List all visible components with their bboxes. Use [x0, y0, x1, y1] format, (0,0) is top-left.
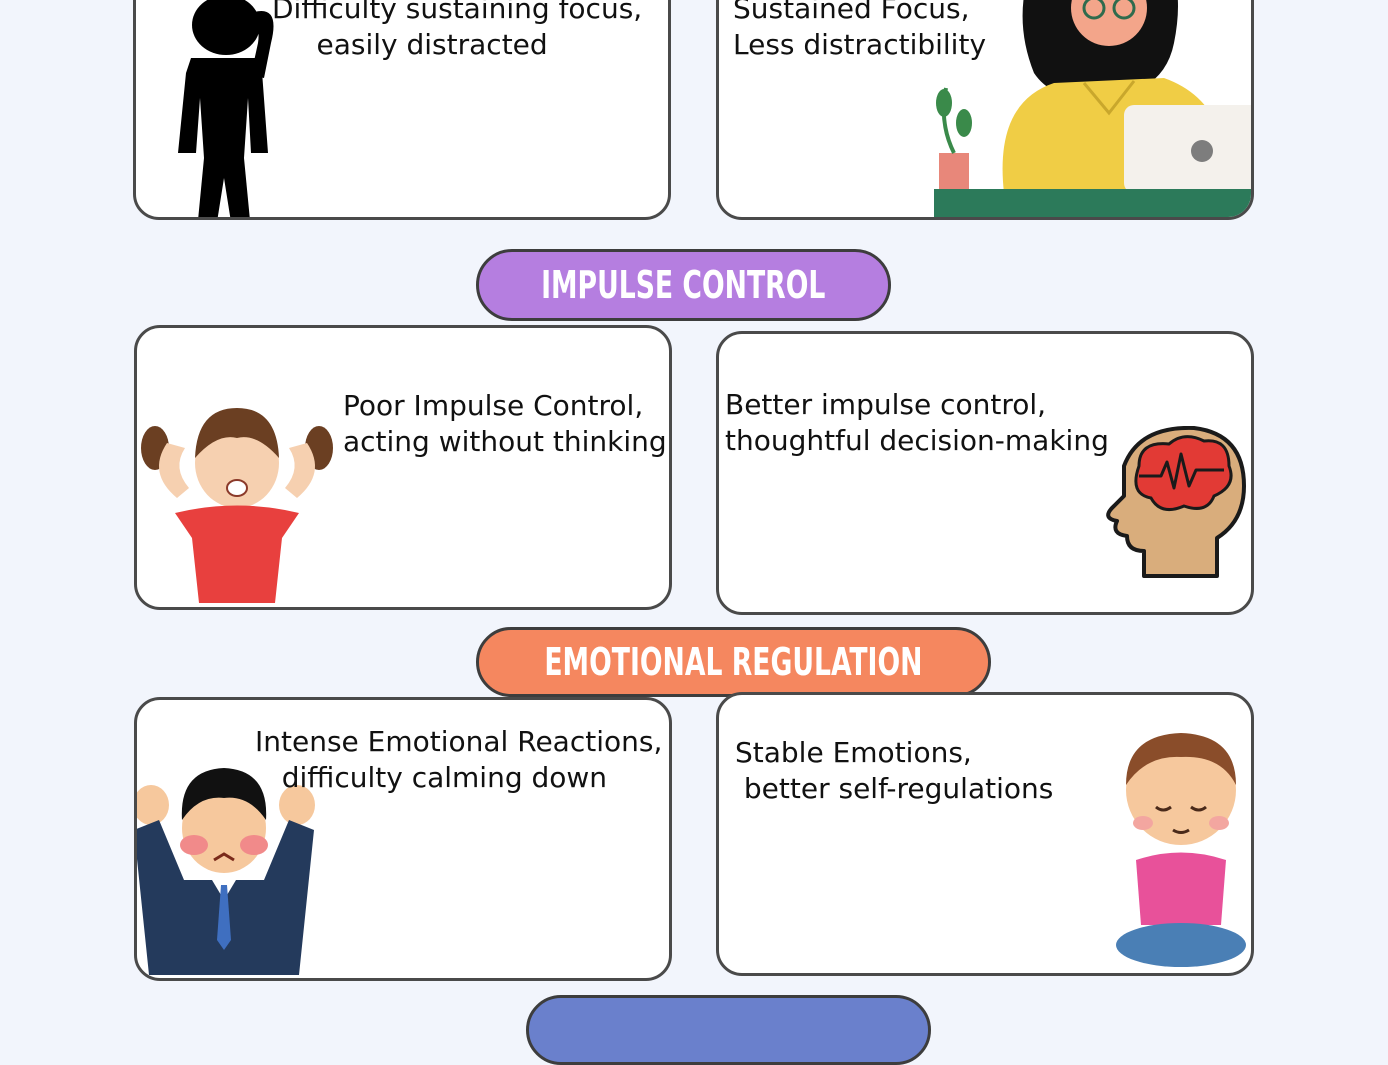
impulse-left-text: Poor Impulse Control, acting without thi… [343, 389, 667, 458]
emotional-left-text: Intense Emotional Reactions, difficulty … [255, 725, 663, 794]
focused-woman-icon [934, 0, 1251, 217]
brain-head-icon [1106, 426, 1246, 578]
emotional-left-card: Intense Emotional Reactions, difficulty … [134, 697, 672, 981]
emotional-regulation-title: EMOTIONAL REGULATION [544, 640, 923, 684]
impulse-left-card: Poor Impulse Control, acting without thi… [134, 325, 672, 610]
calm-boy-icon [1116, 733, 1246, 967]
emotional-right-text: Stable Emotions, better self-regulations [735, 736, 1054, 805]
emotional-regulation-header: EMOTIONAL REGULATION [476, 627, 991, 697]
impulse-right-card: Better impulse control, thoughtful decis… [716, 331, 1254, 615]
focus-left-card: Difficulty sustaining focus, easily dist… [133, 0, 671, 220]
frustrated-girl-icon [141, 408, 333, 603]
focus-right-text: Sustained Focus, Less distractibility [733, 0, 987, 61]
focus-right-card: Sustained Focus, Less distractibility [716, 0, 1254, 220]
focus-left-text: Difficulty sustaining focus, easily dist… [272, 0, 643, 61]
impulse-control-title: IMPULSE CONTROL [541, 263, 826, 307]
emotional-right-card: Stable Emotions, better self-regulations [716, 692, 1254, 976]
impulse-right-text: Better impulse control, thoughtful decis… [725, 388, 1109, 457]
distracted-person-icon [178, 0, 274, 217]
impulse-control-header: IMPULSE CONTROL [476, 249, 891, 321]
angry-man-icon [137, 768, 315, 975]
